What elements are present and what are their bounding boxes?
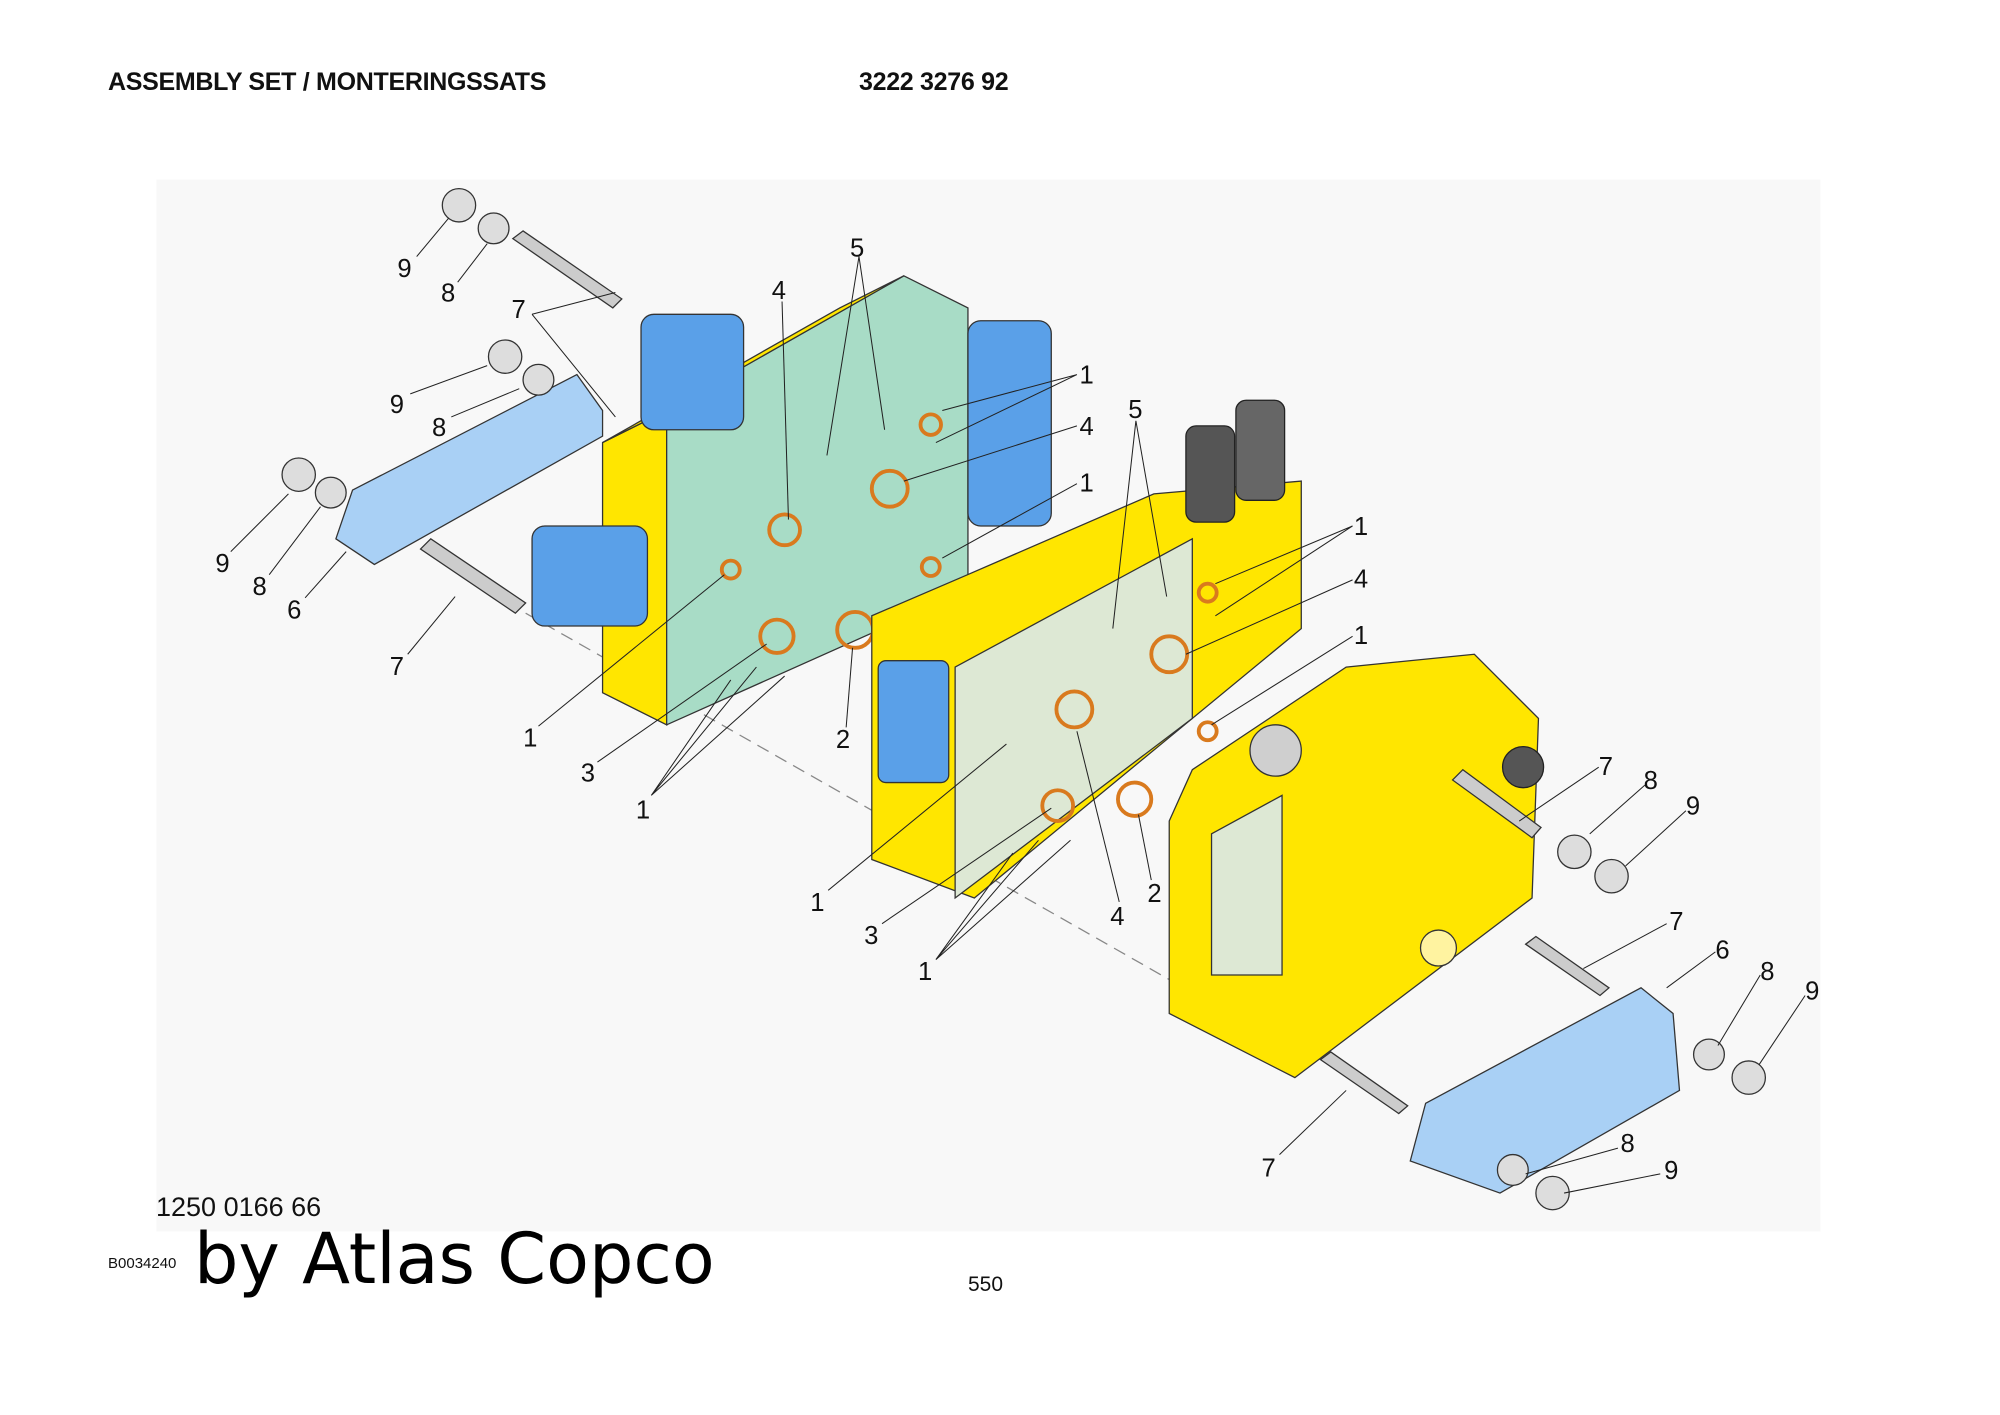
page-title: ASSEMBLY SET / MONTERINGSSATS: [108, 68, 547, 96]
callout: 4: [1079, 413, 1093, 441]
callout: 8: [432, 414, 446, 442]
callout: 9: [1664, 1157, 1678, 1185]
callout: 7: [512, 296, 526, 324]
callout: 5: [1128, 396, 1142, 424]
callout: 8: [441, 279, 455, 307]
callout: 3: [581, 759, 595, 787]
callout: 1: [636, 796, 650, 824]
page-number: 550: [968, 1273, 1004, 1296]
callout: 2: [1147, 880, 1161, 908]
callout: 6: [287, 596, 301, 624]
callout: 8: [1621, 1130, 1635, 1158]
callout: 9: [1686, 793, 1700, 821]
callout: 1: [810, 889, 824, 917]
part-number: 3222 3276 92: [859, 68, 1009, 96]
callout: 6: [1715, 936, 1729, 964]
callout: 7: [1669, 908, 1683, 936]
sensor: [1235, 399, 1286, 501]
callout: 4: [772, 277, 786, 305]
callout: 7: [390, 653, 404, 681]
callout: 1: [1354, 513, 1368, 541]
callout: 1: [1079, 469, 1093, 497]
callout: 7: [1599, 753, 1613, 781]
sensor: [1185, 425, 1236, 523]
callout: 2: [836, 726, 850, 754]
nuts-washers: [281, 187, 1767, 1211]
valve-block-middle: [871, 399, 1302, 900]
solenoid-coil: [640, 313, 745, 431]
callout: 5: [850, 235, 864, 263]
studs: [419, 230, 1611, 1115]
callout: 1: [1354, 622, 1368, 650]
callout: 9: [1805, 977, 1819, 1005]
bracket-right: [1409, 987, 1681, 1194]
callout: 9: [390, 391, 404, 419]
brand-watermark: by Atlas Copco: [194, 1218, 715, 1300]
callout: 4: [1110, 903, 1124, 931]
bracket-left: [335, 373, 604, 566]
callouts: 9 8 7 4 5 9 8 1 4 1 9 8 6 7 1 3 1 2 5 1 …: [215, 235, 1819, 1185]
callout: 1: [918, 958, 932, 986]
callout: 9: [215, 550, 229, 578]
solenoid-coil: [531, 525, 649, 627]
callout: 7: [1262, 1154, 1276, 1182]
callout: 8: [1760, 958, 1774, 986]
callout: 1: [523, 725, 537, 753]
callout: 4: [1354, 566, 1368, 594]
leader-lines: [230, 217, 1806, 1194]
valve-block-right: [1168, 653, 1545, 1079]
callout: 8: [1644, 767, 1658, 795]
callout: 9: [397, 255, 411, 283]
image-id: B0034240: [108, 1255, 177, 1272]
solenoid-coil: [967, 320, 1052, 527]
kit-number: 1250 0166 66: [156, 1192, 322, 1222]
callout: 1: [1079, 362, 1093, 390]
callout: 3: [864, 922, 878, 950]
callout: 8: [253, 573, 267, 601]
